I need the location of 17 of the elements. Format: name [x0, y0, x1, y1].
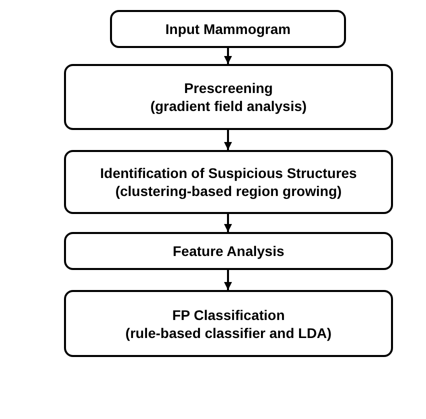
step-title: Prescreening	[184, 79, 273, 97]
step-title: Feature Analysis	[172, 242, 284, 260]
process-box	[64, 232, 393, 270]
arrow	[224, 130, 232, 150]
arrow	[224, 270, 232, 290]
process-box	[64, 64, 393, 130]
step-title: FP Classification	[172, 306, 285, 324]
step-title: Identification of Suspicious Structures	[100, 164, 357, 182]
step-detail: (rule-based classifier and LDA)	[125, 324, 332, 342]
arrow	[224, 48, 232, 64]
step-title: Input Mammogram	[165, 20, 291, 38]
process-box	[64, 290, 393, 357]
arrow	[224, 214, 232, 232]
step-detail: (gradient field analysis)	[150, 97, 307, 115]
step-detail: (clustering-based region growing)	[115, 182, 342, 200]
process-box	[110, 10, 346, 48]
process-box	[64, 150, 393, 214]
